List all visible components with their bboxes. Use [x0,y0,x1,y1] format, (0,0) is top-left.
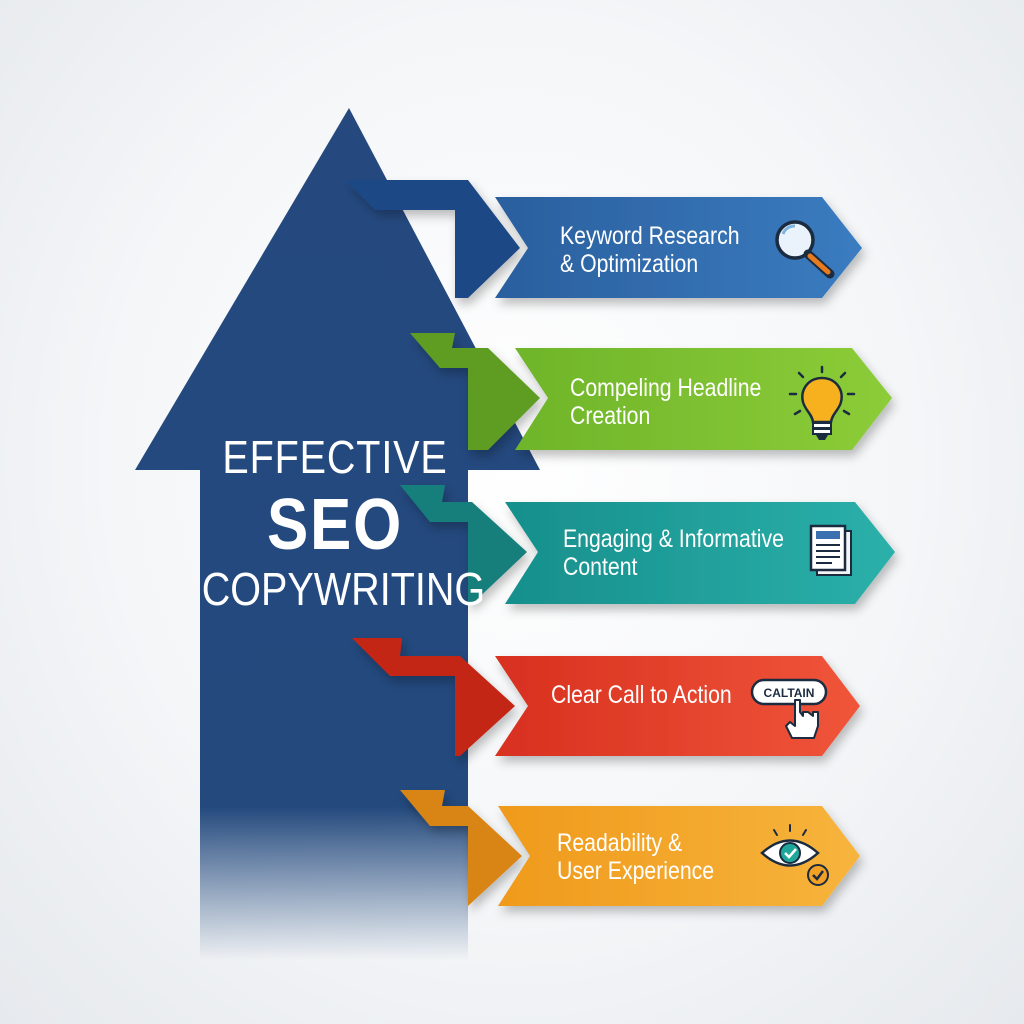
step-2-line-1: Compeling Headline [570,374,762,402]
title-copywriting: COPYWRITING [201,563,486,615]
click-button-icon: CALTAIN [750,678,828,739]
step-2-fold [410,333,540,450]
title-effective: EFFECTIVE [222,431,448,483]
magnifying-glass-icon [775,220,835,279]
step-3-label: Engaging & Informative Content [563,525,784,581]
step-5-line-1: Readability & [557,829,683,857]
step-readability [400,790,860,906]
step-5-line-2: User Experience [557,857,715,885]
step-5-label: Readability & User Experience [557,829,714,885]
main-up-arrow [135,108,540,960]
eye-check-icon [760,824,829,886]
title-seo: SEO [267,485,403,565]
step-compelling-headline [410,333,892,450]
step-4-label: Clear Call to Action [551,681,732,709]
step-1-fold [345,180,520,298]
step-4-line-1: Clear Call to Action [551,681,732,709]
step-3-fold [400,485,527,604]
step-4-fold [352,638,515,756]
step-2-label: Compeling Headline Creation [570,374,761,430]
step-1-label: Keyword Research & Optimization [560,222,740,278]
cta-button-text: CALTAIN [764,686,815,700]
step-3-line-1: Engaging & Informative [563,525,784,553]
document-icon [809,524,852,576]
step-2-line-2: Creation [570,402,651,430]
step-5-banner [498,806,860,906]
step-1-line-2: & Optimization [560,250,699,278]
lightbulb-icon [788,365,856,440]
step-5-fold [400,790,522,906]
step-3-line-2: Content [563,553,638,581]
step-1-banner [495,197,862,298]
step-keyword-research [345,180,862,298]
step-1-line-1: Keyword Research [560,222,740,250]
step-engaging-content [400,485,895,604]
step-3-banner [505,502,895,604]
step-2-banner [515,348,892,450]
